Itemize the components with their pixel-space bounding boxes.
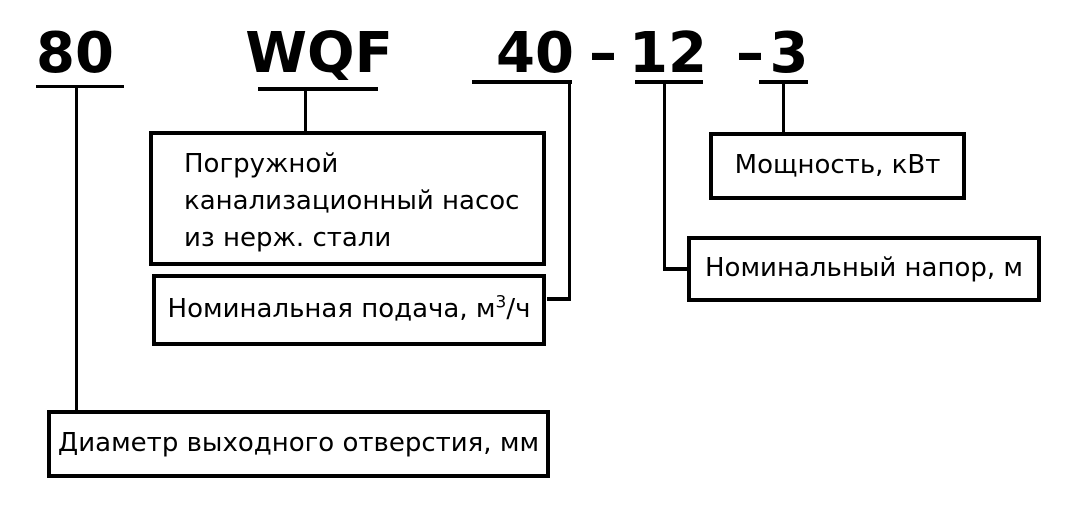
code-separator-1: – <box>589 21 617 86</box>
flow-superscript: 3 <box>495 292 507 313</box>
flow-label-text: Номинальная подача, м3/ч <box>167 292 531 325</box>
diameter-label-box: Диаметр выходного отверстия, мм <box>47 410 550 478</box>
code-power-value: 3 <box>769 21 809 86</box>
power-label-text: Мощность, кВт <box>734 150 941 181</box>
flow-underline <box>472 80 572 84</box>
diameter-underline <box>36 85 124 88</box>
series-underline <box>258 87 378 91</box>
power-underline <box>759 80 808 84</box>
head-label-text: Номинальный напор, м <box>704 253 1024 284</box>
series-description-box: Погружной канализационный насос из нерж.… <box>149 131 546 266</box>
code-head-value: 12 <box>629 21 707 86</box>
head-label-box: Номинальный напор, м <box>687 236 1041 302</box>
power-connector-line <box>782 84 785 134</box>
head-underline <box>635 80 703 84</box>
flow-label-box: Номинальная подача, м3/ч <box>152 274 546 346</box>
series-connector-line <box>304 91 307 133</box>
diameter-label-text: Диаметр выходного отверстия, мм <box>57 428 540 459</box>
series-description-line-1: Погружной <box>184 149 339 179</box>
code-diameter-value: 80 <box>36 21 114 86</box>
diameter-connector-line <box>75 88 78 412</box>
flow-connector-line-horizontal <box>547 297 571 301</box>
code-series-value: WQF <box>245 21 393 86</box>
code-separator-2: – <box>736 21 764 86</box>
code-flow-value: 40 <box>496 21 574 86</box>
power-label-box: Мощность, кВт <box>709 132 966 200</box>
flow-connector-line-vertical <box>568 84 571 301</box>
series-description-line-2: канализационный насос <box>184 186 520 216</box>
head-connector-line-vertical <box>663 84 666 271</box>
head-connector-line-horizontal <box>663 267 689 271</box>
series-description-line-3: из нерж. стали <box>184 223 392 253</box>
